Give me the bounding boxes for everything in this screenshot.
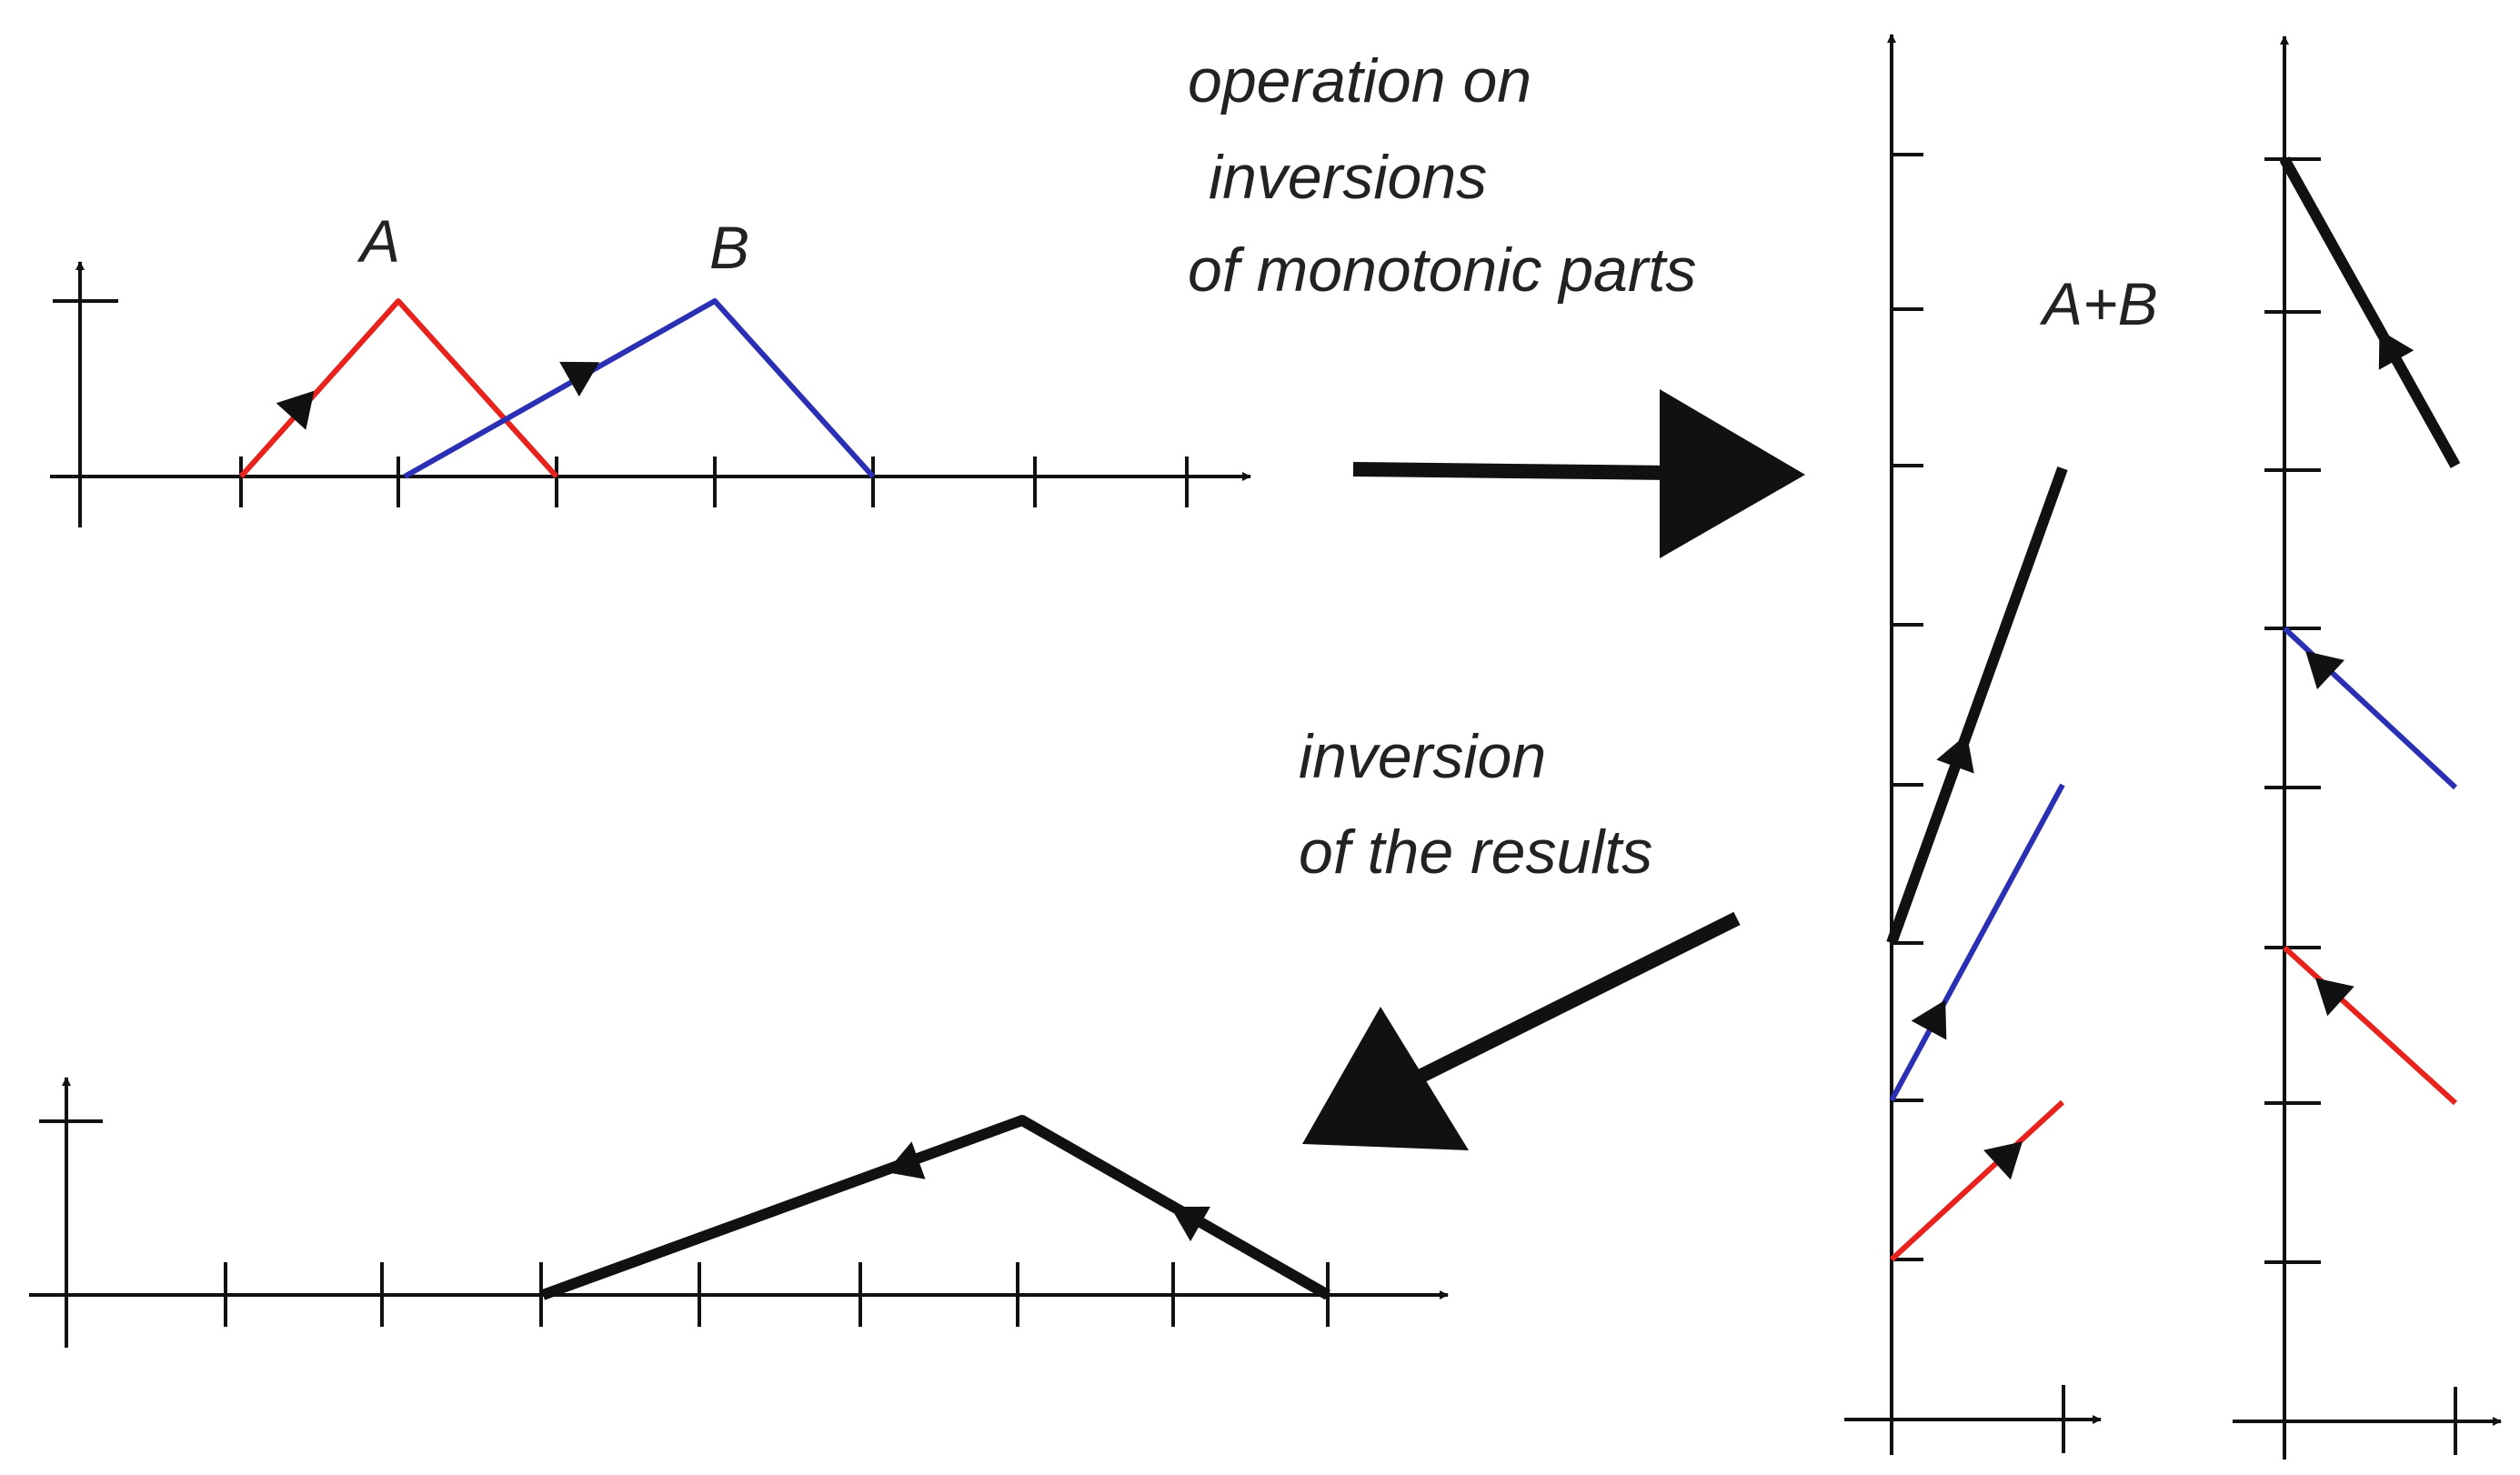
operation-arrow-head-icon (1660, 389, 1805, 558)
curve-b-label: B (709, 214, 749, 281)
direction-arrow-icon (1936, 734, 1974, 774)
direction-arrow-icon (1983, 1141, 2023, 1180)
inversion-caption-line-1: inversion (1299, 722, 1546, 791)
inversion-arrow-shaft (1401, 911, 1741, 1091)
operation-caption-line-2: inversions (1209, 143, 1487, 212)
curve-a-label: A (356, 207, 400, 275)
direction-arrow-icon (559, 361, 600, 397)
direction-arrow-icon (2314, 978, 2354, 1017)
y-ticks (2264, 157, 2321, 1264)
inversion-caption-line-2: of the results (1299, 818, 1652, 887)
curve-b (403, 298, 876, 479)
inverse-a (1889, 1099, 2065, 1262)
inversion-step: inversion of the results (1299, 722, 1741, 1150)
x-ticks (224, 1262, 1330, 1327)
direction-arrow-icon (1170, 1206, 1210, 1242)
panel-original-functions: A B (50, 207, 1251, 527)
operation-caption-line-3: of monotonic parts (1188, 236, 1696, 305)
panel-result (29, 1077, 1449, 1348)
curve-a (238, 298, 559, 479)
direction-arrow-icon (2378, 329, 2415, 370)
inversion-arrow-head-icon (1302, 1007, 1469, 1150)
direction-arrow-icon (2305, 651, 2345, 690)
inverse-b (1889, 783, 2065, 1102)
direction-arrow-icon (886, 1141, 926, 1179)
direction-arrow-icon (1911, 999, 1947, 1040)
result-curve (540, 1115, 1330, 1300)
x-ticks (239, 457, 1189, 507)
inverse-sum (2279, 156, 2461, 468)
inverse-sum (1886, 466, 2068, 946)
operation-arrow-shaft (1352, 462, 1674, 480)
inverse-a (2282, 945, 2458, 1106)
direction-arrow-icon (276, 390, 315, 430)
operation-step: operation on inversions of monotonic par… (1188, 46, 1805, 558)
panel-inversions-decreasing (2233, 35, 2502, 1460)
operation-caption-line-1: operation on (1188, 46, 1531, 115)
panel-inversions-increasing: A+B (1844, 34, 2158, 1455)
sum-label: A+B (2039, 270, 2158, 337)
